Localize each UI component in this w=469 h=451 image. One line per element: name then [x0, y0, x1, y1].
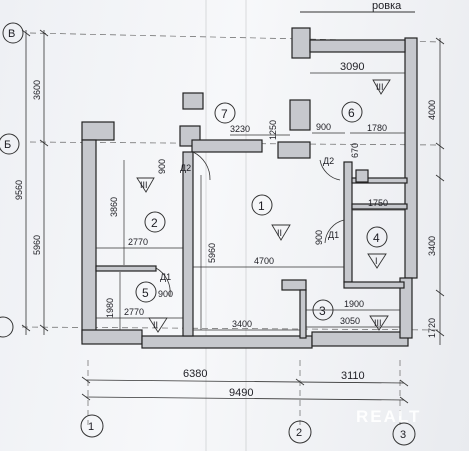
door-label: Д1: [328, 230, 339, 240]
axis-col-label: 1: [88, 421, 94, 433]
door-label: Д2: [323, 156, 334, 166]
title-fragment: ровка: [372, 0, 402, 12]
dim-room-2: 900: [157, 159, 167, 174]
dim-room-2: 2770: [128, 237, 148, 247]
room-number: 7: [221, 107, 228, 121]
dim-room-6: 670: [350, 143, 360, 158]
dim-left: 3600: [32, 80, 42, 100]
dim-room-5: 2770: [124, 307, 144, 317]
axis-col-label: 2: [296, 427, 302, 439]
class-mark: III: [376, 82, 384, 92]
dim-room-2: 3860: [109, 197, 119, 217]
dim-room-6: 3230: [230, 124, 250, 134]
door-swings: [155, 151, 345, 297]
dim-room-6: 3090: [340, 61, 364, 73]
dim-room-6: 900: [316, 122, 331, 132]
dim-room-5: 900: [158, 289, 173, 299]
axis-row-label: В: [8, 28, 15, 40]
dim-left: 9560: [14, 180, 24, 200]
class-triangle: [271, 224, 291, 241]
dim-right: 1720: [427, 318, 437, 338]
dim-room-1: 5960: [207, 243, 217, 263]
walls: [81, 27, 418, 349]
dim-bottom: 6380: [183, 368, 207, 380]
room-6-bubble: [341, 101, 363, 123]
dim-room-3: 3050: [340, 316, 360, 326]
door-label: Д1: [160, 272, 171, 282]
room-number: 3: [319, 304, 326, 318]
dim-left: 5960: [32, 235, 42, 255]
room-2-bubble: [144, 211, 166, 233]
axis-b-top-bubble: [2, 22, 24, 44]
room-5-bubble: [135, 281, 157, 303]
class-triangle: [372, 79, 391, 95]
paper-fold: [245, 0, 247, 451]
room-number: 1: [258, 199, 265, 213]
class-mark: II: [277, 228, 282, 238]
room-number: 2: [151, 216, 158, 230]
axis-col-label: 3: [400, 429, 406, 441]
room-4-bubble: [366, 226, 388, 248]
class-mark: III: [140, 180, 148, 190]
watermark: REALT: [356, 407, 421, 426]
dim-room-1: 4700: [254, 256, 274, 266]
room-7-bubble: [214, 102, 236, 124]
dim-right: 3400: [427, 236, 437, 256]
axis-1-bubble: [80, 414, 104, 438]
dim-room-3: 1900: [344, 299, 364, 309]
class-mark: III: [374, 318, 382, 328]
dim-room-6: 1780: [367, 123, 387, 133]
dim-room-3: 3400: [232, 319, 252, 329]
class-triangle: [367, 253, 387, 269]
axis-2-bubble: [288, 420, 312, 444]
class-triangle: [136, 177, 155, 193]
axis-a-bubble: [0, 316, 14, 338]
dim-bottom: 9490: [229, 387, 253, 399]
dim-room-6: 1250: [268, 120, 278, 140]
axis-b-bubble: [0, 133, 20, 155]
class-mark: II: [153, 320, 158, 330]
axis-row-label: Б: [4, 139, 11, 151]
dim-right: 4000: [427, 100, 437, 120]
class-mark: I: [375, 256, 378, 266]
paper-fold: [205, 0, 207, 451]
room-1-bubble: [251, 194, 273, 216]
door-label: Д2: [180, 163, 191, 173]
room-number: 4: [373, 231, 380, 245]
dim-room-1: 900: [314, 230, 324, 245]
dim-room-5: 1980: [105, 298, 115, 318]
dim-bottom: 3110: [341, 370, 365, 382]
dim-room-4: 1750: [368, 198, 388, 208]
room-number: 5: [142, 286, 149, 300]
axis-3-bubble: [392, 422, 416, 446]
class-triangle: [369, 315, 389, 331]
room-number: 6: [348, 106, 355, 120]
